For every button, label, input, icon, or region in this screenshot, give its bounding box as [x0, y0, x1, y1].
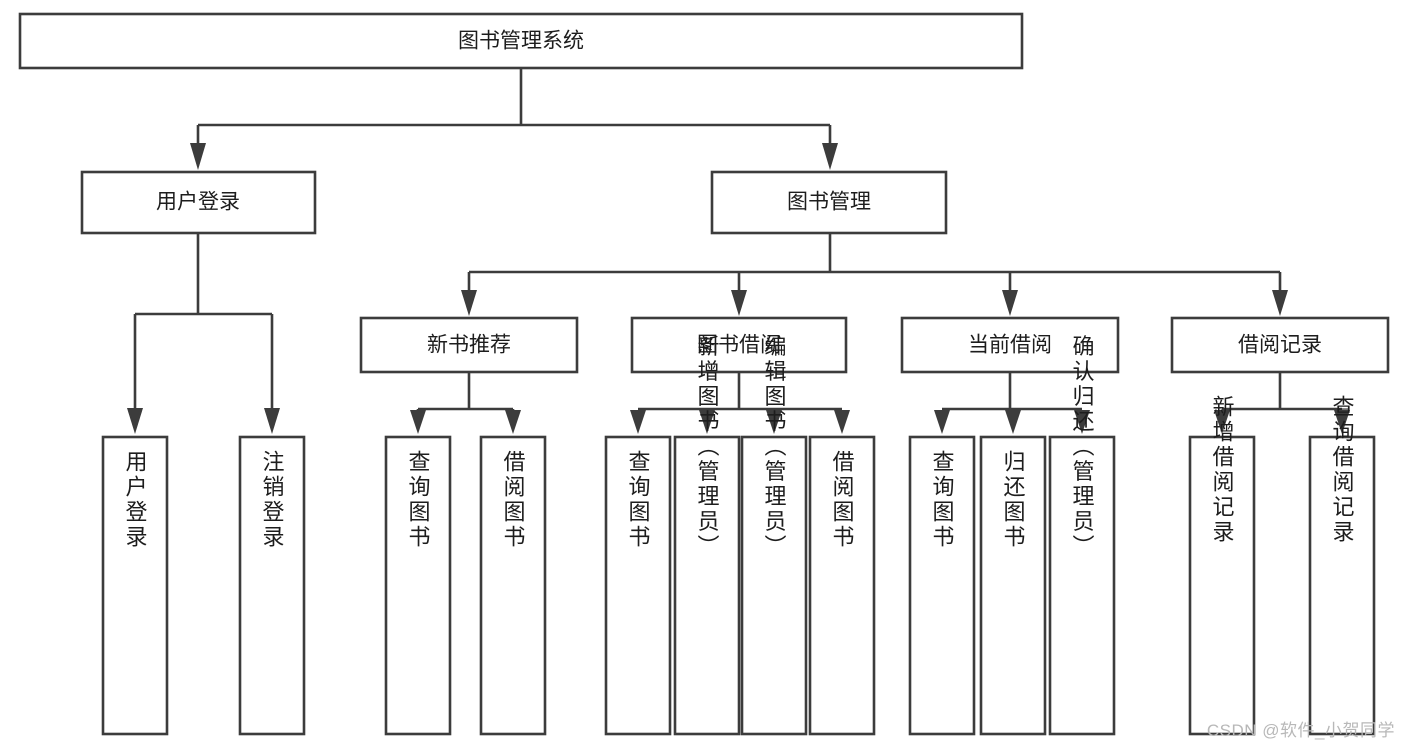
arrow-head-root-to-book-mgmt	[822, 143, 838, 170]
connector-group-book-mgmt	[461, 233, 1288, 316]
arrow-head-book-mgmt-to-new-books	[461, 290, 477, 316]
connector-group-current	[934, 372, 1090, 434]
node-new-book-recommend-label: 新书推荐	[427, 334, 511, 357]
arrow-head-records-leaf-1	[1214, 410, 1230, 434]
arrow-head-new-books-leaf-2	[505, 410, 521, 434]
node-leaf-user-login[interactable]: 用户登录	[101, 435, 169, 736]
node-current-borrow-label: 当前借阅	[968, 334, 1052, 357]
node-leaf-borrow-books-newbooks-box	[479, 435, 547, 736]
node-leaf-confirm-return-admin-box	[1048, 435, 1116, 736]
arrow-head-borrow-leaf-4	[834, 410, 850, 434]
node-leaf-user-login-label: 用户登录	[123, 450, 148, 550]
arrow-head-book-mgmt-to-borrow	[731, 290, 747, 316]
arrow-head-current-leaf-1	[934, 410, 950, 434]
node-leaf-borrow-books-borrow-label: 借阅图书	[830, 450, 855, 550]
node-leaf-add-borrow-record-box	[1188, 435, 1256, 736]
node-leaf-query-books-borrow-box	[604, 435, 672, 736]
node-leaf-add-book-admin-box	[673, 435, 741, 736]
node-book-management-box	[710, 170, 948, 235]
node-leaf-confirm-return-admin[interactable]: 确认归还（管理员）	[1048, 335, 1116, 736]
node-leaf-add-book-admin[interactable]: 新增图书（管理员）	[673, 335, 741, 736]
node-user-login[interactable]: 用户登录	[80, 170, 317, 235]
connector-group-records	[1214, 372, 1350, 434]
node-leaf-edit-book-admin-label: 编辑图书（管理员）	[762, 335, 787, 560]
arrow-head-borrow-leaf-2	[699, 410, 715, 434]
node-leaf-query-books-borrow[interactable]: 查询图书	[604, 435, 672, 736]
node-new-book-recommend-box	[359, 316, 579, 374]
node-user-login-label: 用户登录	[156, 191, 240, 214]
arrow-head-user-login-leaf-1	[127, 408, 143, 434]
node-leaf-query-books-newbooks[interactable]: 查询图书	[384, 435, 452, 736]
node-root-system-box	[18, 12, 1024, 70]
node-root-system[interactable]: 图书管理系统	[18, 12, 1024, 70]
node-leaf-query-books-current[interactable]: 查询图书	[908, 435, 976, 736]
node-leaf-user-login-box	[101, 435, 169, 736]
node-leaf-query-borrow-record-box	[1308, 435, 1376, 736]
node-leaf-query-borrow-record[interactable]: 查询借阅记录	[1308, 395, 1376, 736]
node-leaf-borrow-books-borrow[interactable]: 借阅图书	[808, 435, 876, 736]
node-borrow-records-box	[1170, 316, 1390, 374]
node-leaf-query-books-newbooks-label: 查询图书	[406, 450, 431, 550]
node-leaf-query-borrow-record-label: 查询借阅记录	[1330, 395, 1355, 545]
arrow-head-new-books-leaf-1	[410, 410, 426, 434]
connector-group-new-books	[410, 372, 521, 434]
connector-group-root	[190, 68, 838, 170]
node-leaf-confirm-return-admin-label: 确认归还（管理员）	[1070, 335, 1095, 560]
arrow-head-borrow-leaf-1	[630, 410, 646, 434]
node-leaf-logout-label: 注销登录	[260, 450, 285, 550]
arrow-head-root-to-user-login	[190, 143, 206, 170]
node-root-system-label: 图书管理系统	[458, 30, 584, 53]
arrow-head-records-leaf-2	[1334, 410, 1350, 434]
node-user-login-box	[80, 170, 317, 235]
node-leaf-query-books-current-box	[908, 435, 976, 736]
arrow-head-borrow-leaf-3	[766, 410, 782, 434]
node-leaf-query-books-borrow-label: 查询图书	[626, 450, 651, 550]
arrow-head-current-leaf-2	[1005, 410, 1021, 434]
connector-group-user-login	[127, 233, 280, 434]
connector-group-borrow	[630, 372, 850, 434]
node-current-borrow[interactable]: 当前借阅	[900, 316, 1120, 374]
node-book-management[interactable]: 图书管理	[710, 170, 948, 235]
node-leaf-add-borrow-record[interactable]: 新增借阅记录	[1188, 395, 1256, 736]
node-leaf-edit-book-admin[interactable]: 编辑图书（管理员）	[740, 335, 808, 736]
csdn-watermark: CSDN @软件_小贺同学	[1206, 721, 1395, 740]
node-leaf-borrow-books-borrow-box	[808, 435, 876, 736]
node-leaf-borrow-books-newbooks-label: 借阅图书	[501, 450, 526, 550]
node-leaf-query-books-newbooks-box	[384, 435, 452, 736]
node-borrow-records-label: 借阅记录	[1238, 334, 1322, 357]
node-new-book-recommend[interactable]: 新书推荐	[359, 316, 579, 374]
node-leaf-logout-box	[238, 435, 306, 736]
node-leaf-return-books[interactable]: 归还图书	[979, 435, 1047, 736]
node-leaf-return-books-box	[979, 435, 1047, 736]
node-leaf-logout[interactable]: 注销登录	[238, 435, 306, 736]
node-book-management-label: 图书管理	[787, 191, 871, 214]
node-leaf-borrow-books-newbooks[interactable]: 借阅图书	[479, 435, 547, 736]
node-leaf-add-book-admin-label: 新增图书（管理员）	[695, 335, 720, 560]
node-current-borrow-box	[900, 316, 1120, 374]
node-leaf-edit-book-admin-box	[740, 435, 808, 736]
arrow-head-book-mgmt-to-current	[1002, 290, 1018, 316]
arrow-head-book-mgmt-to-records	[1272, 290, 1288, 316]
arrow-head-current-leaf-3	[1074, 410, 1090, 434]
node-book-borrow-label: 图书借阅	[697, 334, 781, 357]
node-book-borrow-box	[630, 316, 848, 374]
node-leaf-return-books-label: 归还图书	[1001, 450, 1026, 550]
node-leaf-add-borrow-record-label: 新增借阅记录	[1210, 395, 1235, 545]
node-leaf-query-books-current-label: 查询图书	[930, 450, 955, 550]
node-borrow-records[interactable]: 借阅记录	[1170, 316, 1390, 374]
arrow-head-user-login-leaf-2	[264, 408, 280, 434]
node-book-borrow[interactable]: 图书借阅	[630, 316, 848, 374]
